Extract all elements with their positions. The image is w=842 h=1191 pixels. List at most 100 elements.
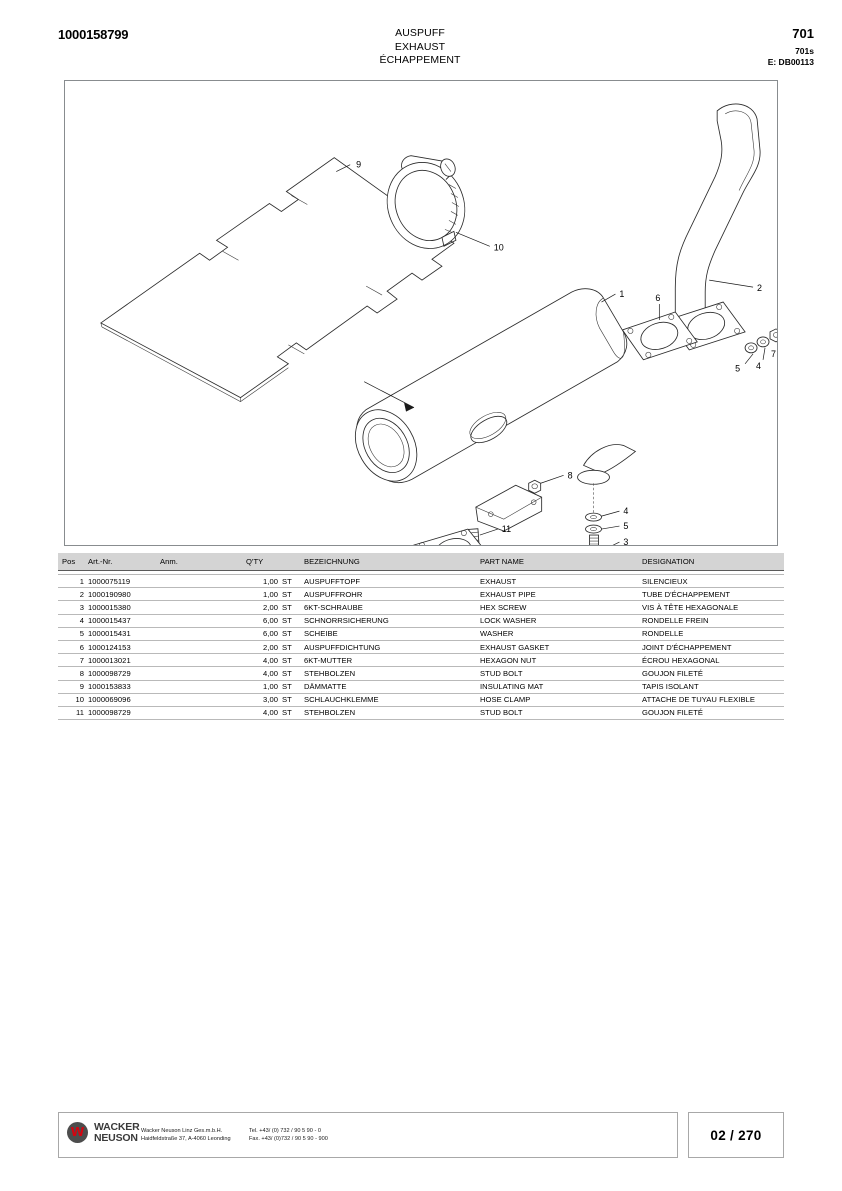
cell-pos: 3 bbox=[58, 600, 84, 615]
cell-anm bbox=[156, 587, 242, 602]
company-name: Wacker Neuson Linz Ges.m.b.H. bbox=[141, 1128, 223, 1134]
callout-8: 8 bbox=[568, 470, 573, 480]
cell-designation: GOUJON FILETÉ bbox=[638, 706, 785, 721]
company-contact: Tel. +43/ (0) 732 / 90 5 90 - 0 Fax. +43… bbox=[249, 1127, 328, 1143]
part-insulating-mat bbox=[100, 157, 455, 402]
cell-bezeichnung: 6KT-SCHRAUBE bbox=[300, 600, 477, 615]
cell-unit: ST bbox=[278, 627, 301, 641]
callout-7: 7 bbox=[771, 349, 776, 359]
cell-pos: 4 bbox=[58, 614, 84, 628]
callout-10: 10 bbox=[494, 242, 504, 252]
cell-art-nr: 1000075119 bbox=[84, 574, 156, 589]
cell-designation: VIS À TÊTE HEXAGONALE bbox=[638, 600, 785, 615]
cell-bezeichnung: AUSPUFFDICHTUNG bbox=[300, 640, 477, 655]
page-header: 1000158799 AUSPUFF EXHAUST ÉCHAPPEMENT 7… bbox=[0, 0, 842, 74]
cell-designation: JOINT D'ÉCHAPPEMENT bbox=[638, 640, 785, 655]
cell-qty: 1,00 bbox=[242, 680, 278, 694]
page-number-box: 02 / 270 bbox=[688, 1112, 784, 1158]
cell-art-nr: 1000015380 bbox=[84, 600, 156, 615]
cell-qty: 1,00 bbox=[242, 574, 278, 589]
cell-part-name: EXHAUST GASKET bbox=[476, 640, 639, 655]
cell-part-name: LOCK WASHER bbox=[476, 614, 639, 628]
cell-unit: ST bbox=[278, 706, 301, 721]
cell-bezeichnung: SCHLAUCHKLEMME bbox=[300, 693, 477, 707]
logo-circle-icon: W bbox=[67, 1122, 88, 1143]
callout-2: 2 bbox=[757, 283, 762, 293]
cell-anm bbox=[156, 666, 242, 681]
cell-anm bbox=[156, 614, 242, 628]
callout-11: 11 bbox=[502, 524, 511, 534]
cell-designation: GOUJON FILETÉ bbox=[638, 666, 785, 681]
column-header-pos: Pos bbox=[58, 553, 84, 571]
column-header-designation: DESIGNATION bbox=[638, 553, 785, 571]
cell-bezeichnung: AUSPUFFTOPF bbox=[300, 574, 477, 589]
cell-art-nr: 1000098729 bbox=[84, 706, 156, 721]
cell-designation: SILENCIEUX bbox=[638, 574, 785, 589]
cell-bezeichnung: SCHNORRSICHERUNG bbox=[300, 614, 477, 628]
cell-qty: 2,00 bbox=[242, 640, 278, 655]
callout-5-lower: 5 bbox=[623, 521, 628, 531]
cell-part-name: STUD BOLT bbox=[476, 666, 639, 681]
cell-bezeichnung: 6KT-MUTTER bbox=[300, 653, 477, 668]
cell-anm bbox=[156, 653, 242, 668]
cell-part-name: WASHER bbox=[476, 627, 639, 641]
page-number: 02 / 270 bbox=[710, 1127, 762, 1143]
exploded-diagram-frame: 9 10 2 6 bbox=[64, 80, 778, 546]
code-block: 701 701s E: DB00113 bbox=[768, 26, 814, 68]
cell-art-nr: 1000015437 bbox=[84, 614, 156, 628]
cell-unit: ST bbox=[278, 666, 301, 681]
cell-anm bbox=[156, 574, 242, 589]
logo-line-neuson: NEUSON bbox=[94, 1131, 138, 1144]
cell-anm bbox=[156, 627, 242, 641]
column-header-qty: Q'TY bbox=[242, 553, 301, 571]
cell-art-nr: 1000069096 bbox=[84, 693, 156, 707]
table-header-rule bbox=[58, 570, 785, 575]
cell-unit: ST bbox=[278, 680, 301, 694]
cell-qty: 6,00 bbox=[242, 627, 278, 641]
column-header-art-nr: Art.-Nr. bbox=[84, 553, 156, 571]
company-tel: Tel. +43/ (0) 732 / 90 5 90 - 0 bbox=[249, 1128, 321, 1134]
cell-anm bbox=[156, 640, 242, 655]
cell-qty: 2,00 bbox=[242, 600, 278, 615]
cell-pos: 1 bbox=[58, 574, 84, 589]
logo-line-wacker: WACKER bbox=[94, 1121, 140, 1133]
parts-list-table: Pos Art.-Nr. Anm. Q'TY BEZEICHNUNG PART … bbox=[58, 553, 785, 721]
cell-qty: 6,00 bbox=[242, 614, 278, 628]
title-german: AUSPUFF bbox=[395, 27, 445, 39]
cell-part-name: INSULATING MAT bbox=[476, 680, 639, 694]
callout-4-lower: 4 bbox=[623, 506, 628, 516]
title-english: EXHAUST bbox=[394, 40, 446, 53]
cell-unit: ST bbox=[278, 640, 301, 655]
subgroup-code: 701s bbox=[795, 46, 814, 56]
column-header-bezeichnung: BEZEICHNUNG bbox=[300, 553, 477, 571]
callout-5-upper: 5 bbox=[735, 364, 740, 374]
cell-qty: 4,00 bbox=[242, 653, 278, 668]
cell-pos: 7 bbox=[58, 653, 84, 668]
cell-pos: 10 bbox=[58, 693, 84, 707]
cell-art-nr: 1000124153 bbox=[84, 640, 156, 655]
company-address: Wacker Neuson Linz Ges.m.b.H. Haidfeldst… bbox=[141, 1127, 231, 1143]
cell-designation: ATTACHE DE TUYAU FLEXIBLE bbox=[638, 693, 785, 707]
exploded-view-drawing: 9 10 2 6 bbox=[100, 103, 777, 545]
cell-qty: 4,00 bbox=[242, 666, 278, 681]
cell-qty: 3,00 bbox=[242, 693, 278, 707]
cell-part-name: EXHAUST PIPE bbox=[476, 587, 639, 602]
cell-unit: ST bbox=[278, 693, 301, 707]
column-header-part-name: PART NAME bbox=[476, 553, 639, 571]
document-number: 1000158799 bbox=[58, 27, 129, 42]
callout-9: 9 bbox=[356, 160, 361, 170]
callout-4-upper: 4 bbox=[756, 361, 761, 371]
cell-pos: 5 bbox=[58, 627, 84, 641]
cell-bezeichnung: AUSPUFFROHR bbox=[300, 587, 477, 602]
cell-unit: ST bbox=[278, 600, 301, 615]
cell-bezeichnung: DÄMMATTE bbox=[300, 680, 477, 694]
cell-pos: 8 bbox=[58, 666, 84, 681]
company-info-box: W WACKER NEUSON Wacker Neuson Linz Ges.m… bbox=[58, 1112, 678, 1158]
